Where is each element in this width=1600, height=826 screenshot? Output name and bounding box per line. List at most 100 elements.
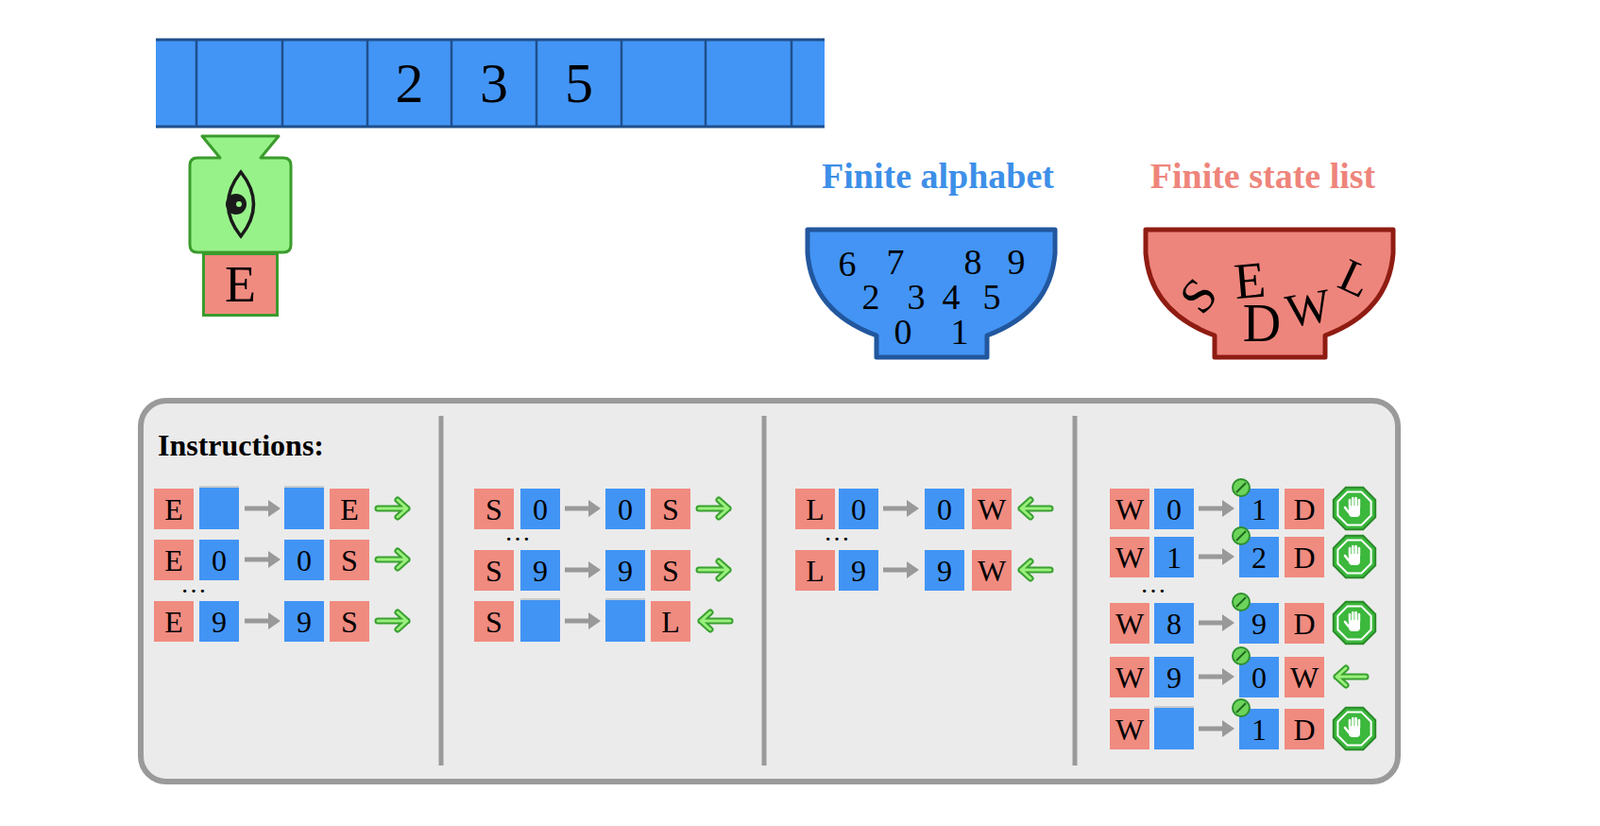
panel-heading: Instructions: [157, 429, 324, 460]
symbol-digit: 0 [296, 544, 312, 576]
move-left-arrow [700, 612, 731, 630]
hand-finger [1358, 613, 1362, 622]
hand-thumb [1344, 507, 1349, 512]
state-letter: D [1242, 296, 1281, 350]
state-cell: L [650, 600, 691, 642]
tape-cell: 5 [536, 38, 622, 128]
write-dot [1232, 527, 1250, 545]
tape-cell-line [281, 39, 285, 127]
symbol-cell: 0 [284, 539, 324, 580]
ellipsis: … [504, 518, 531, 545]
transition-arrow [244, 550, 281, 568]
blank-symbol-cell [520, 598, 561, 642]
state-letter: E [224, 258, 256, 310]
arrow-shaft [1198, 674, 1226, 680]
alphabet-symbol: 6 [838, 245, 857, 282]
write-marker [1232, 698, 1250, 716]
state-cell: E [329, 488, 370, 529]
alphabet-symbol: 9 [1007, 243, 1026, 280]
tape-cell-line [195, 39, 199, 127]
arrow-fill [377, 550, 408, 568]
arrow-fill [700, 612, 731, 630]
halt-sign [1333, 487, 1376, 529]
arrow-outline [700, 612, 731, 630]
blank-cell [520, 598, 561, 642]
move-right-arrow [698, 499, 729, 517]
state-letter: S [340, 606, 358, 637]
tape-cell-line [620, 39, 624, 127]
alphabet-symbol: 0 [894, 313, 913, 350]
symbol-cell: 9 [1239, 602, 1279, 644]
write-marker [1232, 527, 1250, 545]
arrow-shaft [1198, 554, 1226, 560]
arrow-outline [698, 561, 729, 579]
write-slash [1236, 650, 1246, 661]
halt-sign [1333, 707, 1376, 749]
ellipsis: … [823, 518, 851, 545]
hand-palm [1348, 505, 1361, 517]
arrow-head [588, 561, 601, 579]
arrow-shaft [564, 506, 592, 511]
transition-arrow [883, 561, 920, 579]
arrow-head [588, 499, 601, 517]
halt-octagon [1333, 535, 1376, 578]
set-title: Finite alphabet [821, 157, 1055, 194]
hand-finger [1358, 719, 1362, 728]
write-slash [1236, 596, 1246, 607]
instructions-panel: EEE00SE99SS00SS99SSLL00WL99WW01DW12DW89D… [137, 397, 1401, 784]
arrow-shaft [244, 557, 272, 562]
transition-arrow [1198, 499, 1235, 517]
state-letter: W [1115, 714, 1144, 745]
symbol-digit: 9 [211, 606, 227, 637]
symbol-cell: 0 [924, 488, 965, 529]
arrow-head [906, 499, 920, 517]
state-letter: W [1115, 542, 1144, 573]
state-cell: W [971, 488, 1012, 529]
blank-cell [1154, 706, 1194, 749]
hand-thumb [1344, 621, 1349, 627]
state-cell: D [1284, 708, 1325, 749]
state-cell: E [153, 488, 194, 529]
arrow-head [1222, 547, 1235, 565]
tape-symbol: 5 [564, 54, 594, 112]
symbol-digit: 1 [1251, 714, 1267, 745]
arrow-head [906, 561, 920, 579]
symbol-digit: 9 [617, 555, 633, 586]
set-bowl: Finite state listSEDWL [1119, 151, 1408, 364]
hand-finger [1348, 719, 1352, 728]
head-state-box: E [202, 252, 279, 317]
move-left-arrow [1021, 499, 1051, 517]
move-right-arrow [377, 550, 408, 568]
tape-cell-line [366, 39, 370, 127]
blank-cell [284, 486, 324, 529]
hand-finger [1348, 547, 1352, 556]
symbol-cell: 9 [924, 549, 965, 591]
arrow-outline [377, 612, 408, 630]
eye-pupil [225, 193, 247, 215]
arrow-fill [698, 499, 729, 517]
move-right-arrow [698, 561, 729, 579]
hand-finger [1348, 499, 1352, 508]
hand-finger [1351, 545, 1355, 556]
blank-cell-top [199, 485, 239, 488]
move-left-arrow [1336, 667, 1366, 685]
symbol-cell: 2 [1239, 536, 1279, 578]
arrow-fill [698, 561, 729, 579]
transition-arrow [1198, 613, 1235, 631]
arrow-outline [1336, 667, 1366, 685]
blank-symbol-cell [1154, 706, 1194, 749]
set-title: Finite state list [1150, 157, 1377, 194]
hand-finger [1351, 717, 1355, 728]
symbol-cell: 8 [1154, 602, 1194, 644]
state-letter: D [1293, 714, 1315, 745]
symbol-cell: 1 [1239, 708, 1279, 749]
blank-cell-top [1154, 705, 1194, 708]
state-letter: L [661, 606, 681, 637]
halt-sign [1333, 601, 1376, 644]
tape-cell-line [535, 39, 539, 127]
state-letter: S [485, 493, 503, 525]
write-marker [1232, 646, 1250, 664]
state-cell: D [1284, 536, 1325, 578]
halt-ring [1337, 711, 1371, 745]
